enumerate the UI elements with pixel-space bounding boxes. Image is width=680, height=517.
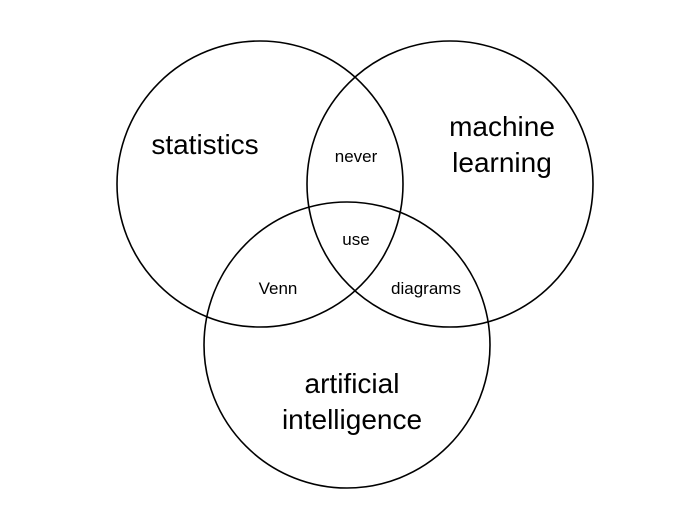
- statistics-circle: [116, 40, 404, 328]
- statistics-label: statistics: [151, 129, 258, 160]
- machine-learning-label-line1: machine: [449, 111, 555, 142]
- artificial-intelligence-circle: [203, 201, 491, 489]
- machine-learning-label-line2: learning: [452, 147, 552, 178]
- machine-learning-circle: [306, 40, 594, 328]
- ml-ai-overlap-label: diagrams: [391, 279, 461, 298]
- artificial-intelligence-label-line1: artificial: [305, 368, 400, 399]
- stats-ml-overlap-label: never: [335, 147, 378, 166]
- center-overlap-label: use: [342, 230, 369, 249]
- artificial-intelligence-label-line2: intelligence: [282, 404, 422, 435]
- stats-ai-overlap-label: Venn: [259, 279, 298, 298]
